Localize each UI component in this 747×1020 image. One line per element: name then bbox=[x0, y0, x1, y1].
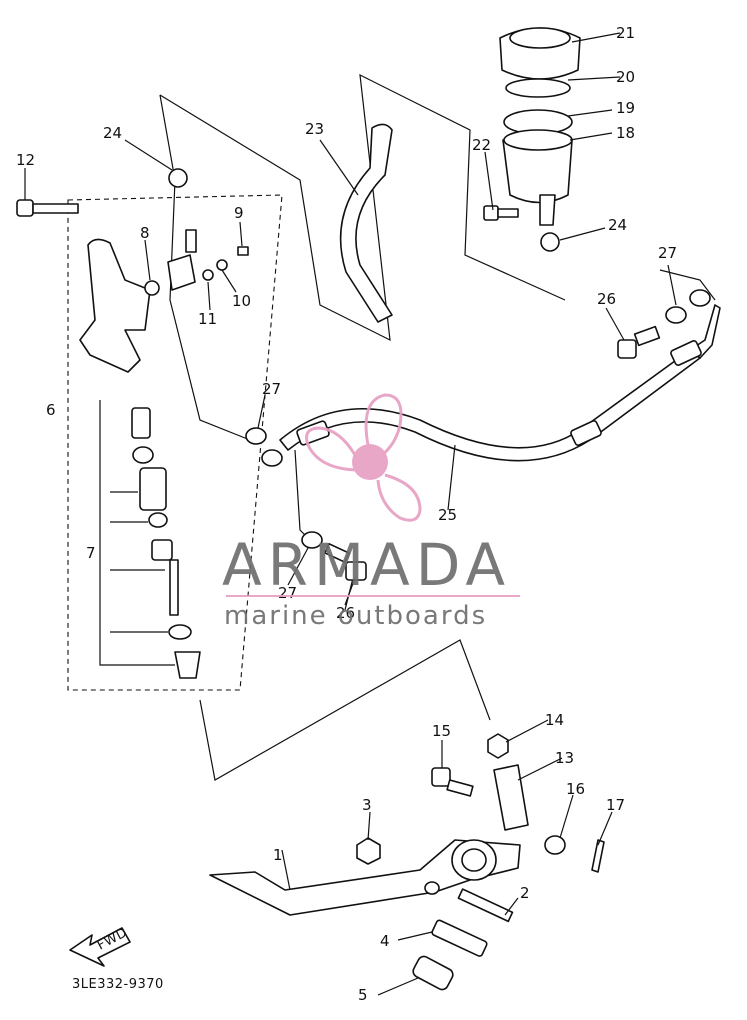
master-cylinder-kit-outline bbox=[67, 194, 283, 691]
clevis bbox=[493, 764, 529, 831]
copper-washer-a bbox=[245, 427, 267, 445]
callout-4: 4 bbox=[380, 932, 390, 950]
push-rod bbox=[169, 559, 179, 616]
drawing-code: 3LE332-9370 bbox=[72, 977, 164, 992]
callout-24-upper: 24 bbox=[103, 124, 122, 142]
seal bbox=[148, 512, 168, 528]
bushing bbox=[412, 955, 454, 991]
watermark-brand: ARMADA bbox=[222, 531, 511, 599]
push-rod-head bbox=[151, 539, 173, 561]
master-cylinder-kit-parts bbox=[131, 407, 201, 679]
callout-27-upper: 27 bbox=[262, 380, 281, 398]
bolt-12 bbox=[16, 199, 79, 217]
callout-3: 3 bbox=[362, 796, 372, 814]
pedal-pivot-hole bbox=[461, 848, 487, 872]
piston bbox=[139, 467, 167, 511]
copper-washer-c bbox=[301, 531, 323, 549]
fwd-arrow: FWD bbox=[69, 925, 131, 967]
callout-23: 23 bbox=[305, 120, 324, 138]
cotter-pin bbox=[591, 839, 605, 873]
callout-17: 17 bbox=[606, 796, 625, 814]
callout-10: 10 bbox=[232, 292, 251, 310]
leader-lines bbox=[24, 32, 677, 996]
washer-16 bbox=[544, 835, 566, 855]
reservoir-hose bbox=[339, 123, 393, 323]
hose-fitting-left bbox=[296, 420, 330, 446]
spring bbox=[131, 407, 151, 439]
copper-washer-e bbox=[689, 289, 711, 307]
washer-10 bbox=[202, 269, 214, 281]
callout-7: 7 bbox=[86, 544, 96, 562]
callout-22: 22 bbox=[472, 136, 491, 154]
master-cylinder-body bbox=[79, 238, 151, 373]
callout-1: 1 bbox=[273, 846, 283, 864]
pedal-spring-hook bbox=[424, 881, 440, 895]
callout-26-right: 26 bbox=[597, 290, 616, 308]
o-ring bbox=[144, 280, 160, 296]
armada-propeller-logo bbox=[305, 393, 422, 522]
callout-8: 8 bbox=[140, 224, 150, 242]
hose-clip-upper bbox=[168, 168, 188, 188]
union-bolt-right bbox=[617, 325, 661, 359]
pin-15 bbox=[431, 767, 474, 797]
reservoir-assembly bbox=[499, 27, 581, 226]
callout-2: 2 bbox=[520, 884, 530, 902]
callout-9: 9 bbox=[234, 204, 244, 222]
return-spring bbox=[431, 919, 488, 957]
callout-16: 16 bbox=[566, 780, 585, 798]
callout-26-left: 26 bbox=[336, 604, 355, 622]
brake-hose bbox=[279, 349, 701, 462]
callout-14: 14 bbox=[545, 711, 564, 729]
reservoir-outlet bbox=[539, 194, 556, 226]
hose-joint-nipple bbox=[185, 229, 197, 253]
copper-washer-b bbox=[261, 449, 283, 467]
armada-watermark: ARMADA marine outboards bbox=[222, 393, 520, 631]
brake-hose-end bbox=[689, 304, 721, 359]
callout-15: 15 bbox=[432, 722, 451, 740]
callout-21: 21 bbox=[616, 24, 635, 42]
hose-fitting-mid bbox=[570, 420, 602, 446]
callout-labels: 1 2 3 4 5 6 7 8 9 10 11 12 13 14 15 16 1… bbox=[16, 24, 677, 1004]
hose-fitting-right bbox=[670, 340, 702, 366]
circlip bbox=[168, 624, 192, 640]
callout-11: 11 bbox=[198, 310, 217, 328]
callout-25: 25 bbox=[438, 506, 457, 524]
guide-lines bbox=[159, 73, 716, 781]
nut-14 bbox=[487, 733, 509, 759]
callout-12: 12 bbox=[16, 151, 35, 169]
union-bolt-left bbox=[324, 543, 367, 581]
screw-22 bbox=[483, 205, 519, 221]
copper-washer-d bbox=[665, 306, 687, 324]
brake-pedal bbox=[209, 839, 521, 916]
callout-24-lower: 24 bbox=[608, 216, 627, 234]
callout-5: 5 bbox=[358, 986, 368, 1004]
callout-20: 20 bbox=[616, 68, 635, 86]
reservoir-cap-top bbox=[509, 27, 571, 49]
callout-27-right: 27 bbox=[658, 244, 677, 262]
watermark-tagline: marine outboards bbox=[224, 601, 487, 631]
washer-10b bbox=[216, 259, 228, 271]
hose-clip-lower bbox=[540, 232, 560, 252]
screw-9 bbox=[237, 246, 249, 256]
callout-27-lower: 27 bbox=[278, 584, 297, 602]
nut-3 bbox=[356, 837, 381, 865]
cup bbox=[132, 446, 154, 464]
callout-6: 6 bbox=[46, 401, 56, 419]
reservoir-rim bbox=[503, 129, 573, 151]
callout-19: 19 bbox=[616, 99, 635, 117]
dust-boot bbox=[174, 651, 201, 679]
pedal-shaft bbox=[457, 888, 514, 923]
hose-joint bbox=[167, 254, 196, 291]
cap-plate bbox=[505, 78, 571, 98]
callout-18: 18 bbox=[616, 124, 635, 142]
kit-bracket bbox=[99, 400, 175, 666]
callout-13: 13 bbox=[555, 749, 574, 767]
